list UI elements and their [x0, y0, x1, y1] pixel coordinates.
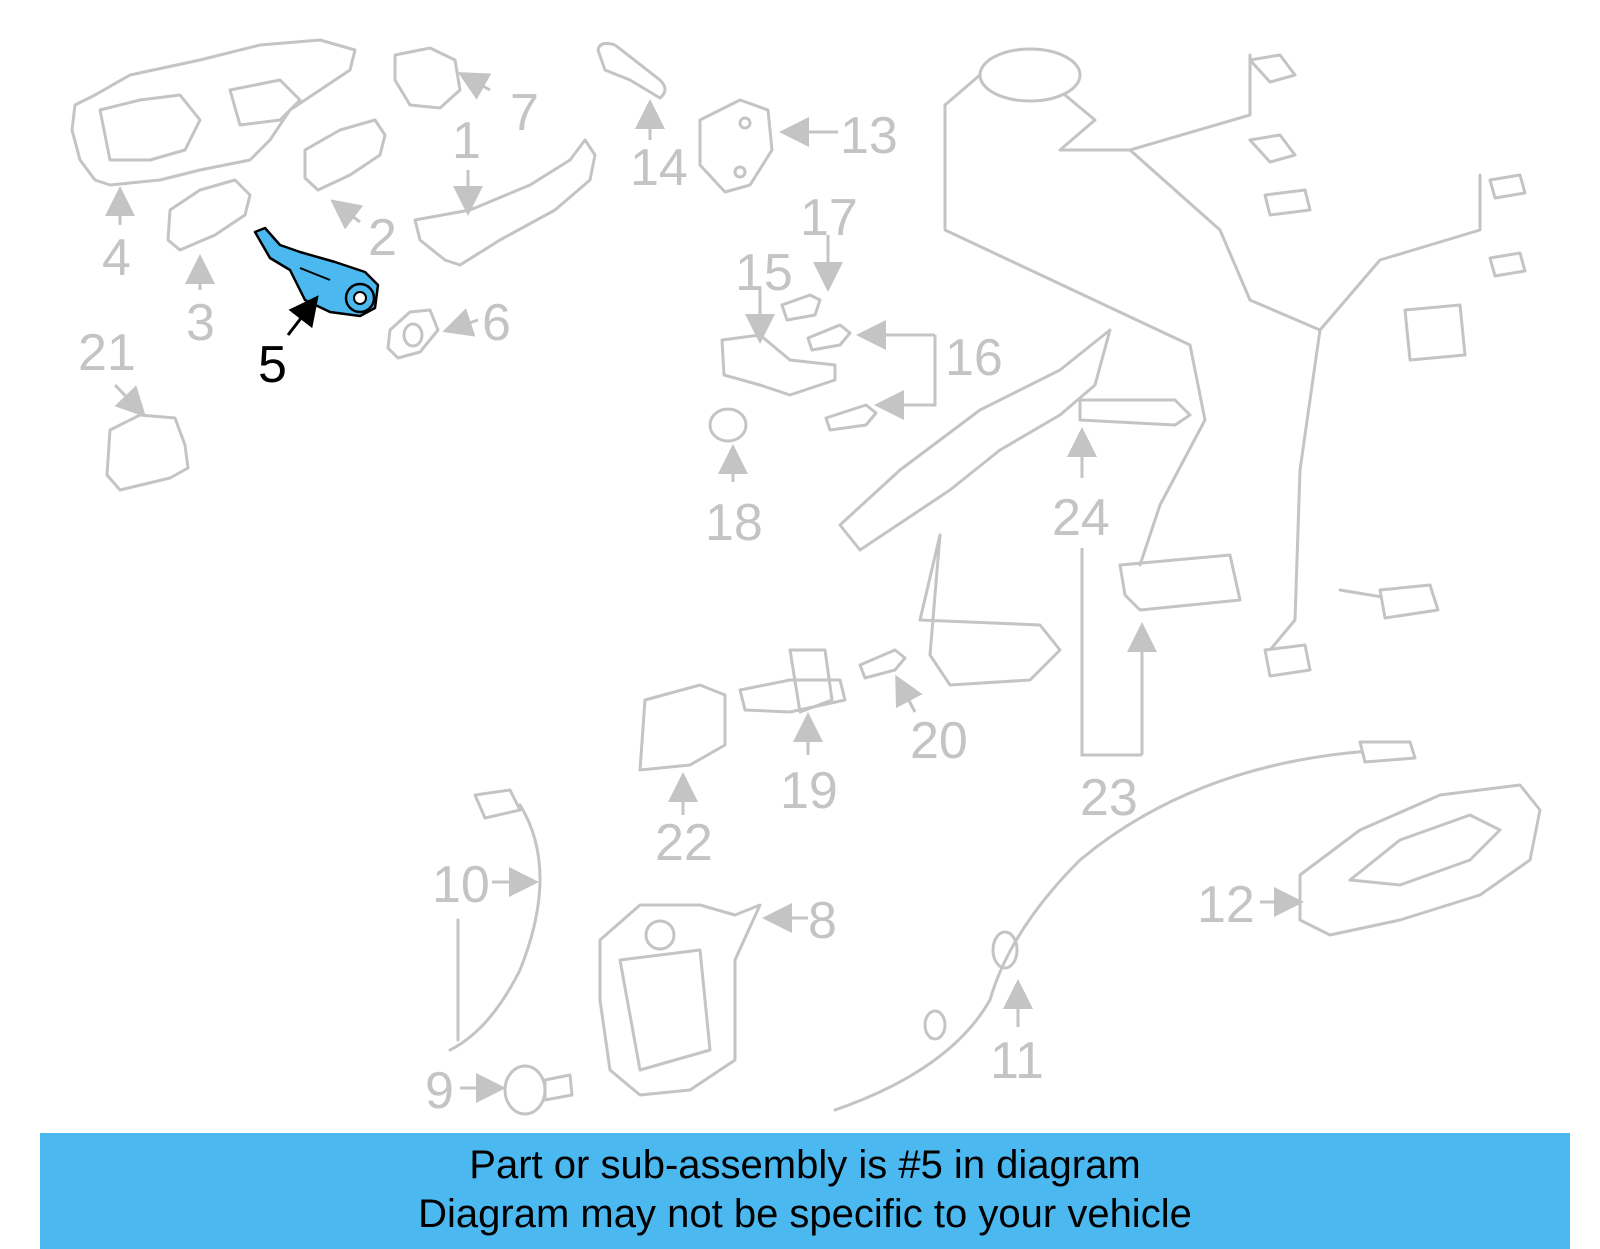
callout-24: 24	[1052, 489, 1110, 547]
part-11-cable	[833, 740, 1417, 1112]
part-10-cable	[448, 788, 542, 1052]
callout-4: 4	[102, 229, 131, 287]
wiring-harness	[943, 47, 1527, 678]
part-7-clip	[393, 46, 462, 110]
part-24-harness-grommet	[838, 328, 1192, 687]
callout-17: 17	[800, 189, 858, 247]
part-4-handle-carrier	[70, 38, 357, 187]
callout-15: 15	[735, 244, 793, 302]
part-18-grommet	[708, 407, 748, 443]
part-6-escutcheon	[386, 308, 440, 360]
part-3-cap	[166, 178, 252, 252]
callout-16: 16	[945, 329, 1003, 387]
part-13-striker-plate	[698, 98, 774, 194]
callout-14: 14	[630, 139, 688, 197]
callout-5: 5	[258, 336, 287, 394]
callout-11: 11	[990, 1032, 1044, 1090]
callout-10: 10	[432, 856, 490, 914]
part-17-bolt	[780, 293, 822, 322]
part-12-inner-handle	[1298, 783, 1542, 937]
part-1-outer-handle	[413, 138, 597, 267]
part-9-screw	[503, 1064, 574, 1116]
part-19-door-check	[738, 648, 847, 714]
callout-23: 23	[1080, 769, 1138, 827]
callout-3: 3	[186, 294, 215, 352]
callout-18: 18	[705, 494, 763, 552]
part-16-bolts	[806, 323, 878, 432]
part-23-control-module	[1118, 553, 1242, 612]
callout-22: 22	[655, 814, 713, 872]
info-banner: Part or sub-assembly is #5 in diagram Di…	[40, 1133, 1570, 1249]
banner-disclaimer-text: Diagram may not be specific to your vehi…	[418, 1192, 1192, 1236]
callout-1: 1	[452, 112, 481, 170]
part-8-door-latch	[598, 903, 762, 1097]
callout-2: 2	[368, 209, 397, 267]
callout-8: 8	[808, 892, 837, 950]
part-15-bracket	[720, 333, 837, 397]
part-2-cover	[303, 118, 387, 192]
callout-21: 21	[78, 324, 136, 382]
part-5-lock-cylinder	[253, 226, 380, 318]
part-14-pin	[596, 41, 667, 100]
callout-7: 7	[510, 84, 539, 142]
part-20-bolt	[858, 648, 907, 680]
part-21-bracket	[105, 413, 190, 492]
callout-20: 20	[910, 712, 968, 770]
callout-12: 12	[1197, 876, 1255, 934]
callout-19: 19	[780, 762, 838, 820]
part-22-cap	[638, 683, 727, 772]
callout-6: 6	[482, 294, 511, 352]
callout-13: 13	[840, 107, 898, 165]
callout-9: 9	[425, 1062, 454, 1120]
banner-part-text: Part or sub-assembly is #5 in diagram	[469, 1143, 1141, 1187]
